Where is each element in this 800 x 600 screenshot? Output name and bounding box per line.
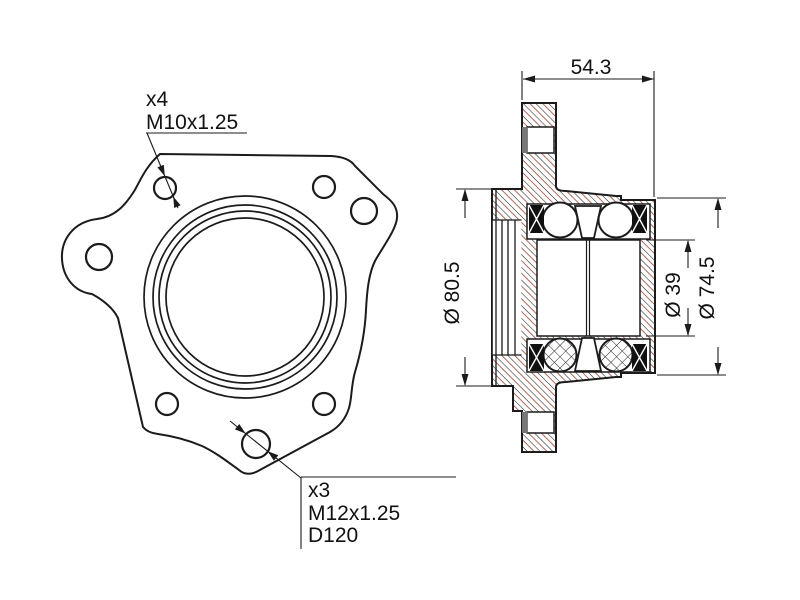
m12-hole xyxy=(240,428,272,460)
seal-bottom-left xyxy=(528,343,545,372)
leader-arrowhead xyxy=(157,164,165,177)
dim-outer-dia-label: Ø 80.5 xyxy=(441,261,464,324)
m12-count-label: x3 xyxy=(308,479,330,502)
m12-hole xyxy=(84,242,114,272)
dim-bore-dia xyxy=(646,239,695,337)
dim-arrowhead xyxy=(714,363,722,375)
bearing-balls xyxy=(541,201,635,373)
race-pocket-bottom xyxy=(573,337,603,372)
section-view xyxy=(456,71,726,453)
m10-hole xyxy=(154,391,180,417)
dim-arrowhead xyxy=(684,240,692,252)
dim-bore-dia-label: Ø 39 xyxy=(662,272,685,318)
dim-flange-dia xyxy=(657,197,726,376)
dim-arrowhead xyxy=(714,198,722,210)
dimensions xyxy=(456,71,726,387)
ball-top-right xyxy=(597,201,635,239)
ball-top-left xyxy=(541,201,579,239)
m12-pcd-label: D120 xyxy=(308,524,358,547)
m10-thread-label: M10x1.25 xyxy=(146,111,238,134)
seal-top-right xyxy=(631,204,648,234)
seal-bottom-right xyxy=(631,343,648,372)
ball-bottom-right xyxy=(598,337,634,373)
bearing-seals xyxy=(528,204,648,372)
race-pocket-top xyxy=(573,205,603,239)
dim-arrowhead xyxy=(523,75,535,83)
m10-hole xyxy=(311,174,337,200)
dim-width xyxy=(521,71,655,197)
hub-bore xyxy=(536,239,641,337)
m12-hole xyxy=(349,196,379,226)
m12-thread-label: M12x1.25 xyxy=(308,502,400,525)
leader-arrowhead xyxy=(267,451,279,461)
dim-arrowhead xyxy=(642,75,654,83)
dim-width-label: 54.3 xyxy=(571,56,612,79)
dim-flange-dia-label: Ø 74.5 xyxy=(696,256,719,319)
ball-bottom-left xyxy=(542,337,578,373)
m12-bolt-holes xyxy=(84,196,379,460)
hub-pilot-circles xyxy=(143,195,347,399)
flange-outline xyxy=(60,152,399,475)
dim-outer-dia xyxy=(456,188,491,387)
seal-top-left xyxy=(528,204,545,234)
front-view xyxy=(60,132,456,549)
m10-leader xyxy=(146,132,247,209)
dim-arrowhead xyxy=(461,189,469,201)
m10-count-label: x4 xyxy=(146,88,169,111)
flange-stud-holes xyxy=(522,126,555,434)
leader-arrowhead xyxy=(234,424,246,434)
dim-arrowhead xyxy=(684,324,692,336)
m10-hole xyxy=(311,391,337,417)
m12-leader xyxy=(229,420,456,549)
dim-arrowhead xyxy=(461,374,469,386)
leader-arrowhead xyxy=(173,196,181,208)
hub-barrel xyxy=(492,189,522,386)
